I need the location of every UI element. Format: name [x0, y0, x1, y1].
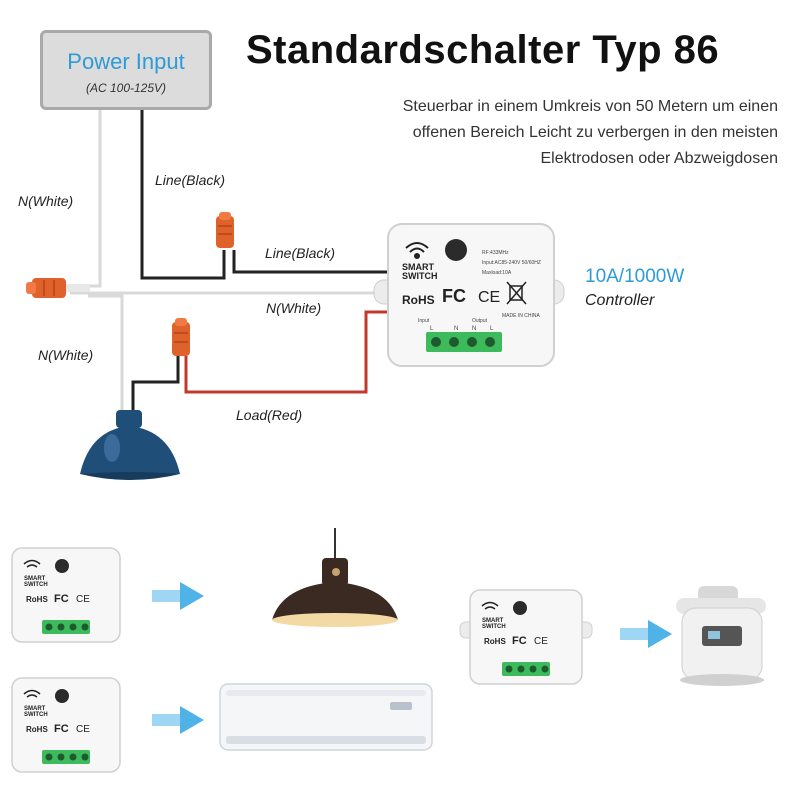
mini-brand-line1: SMART	[24, 576, 46, 582]
switch-brand-line1: SMART	[402, 262, 434, 272]
line-wire-power	[140, 110, 226, 280]
mini-switch-module: SMART SWITCH RoHS FC CE	[11, 677, 121, 773]
page-title: Standardschalter Typ 86	[246, 28, 720, 72]
mini-brand-line2: SWITCH	[482, 624, 506, 630]
terminal-block	[426, 332, 502, 352]
wire-label-line-black: Line(Black)	[265, 245, 336, 261]
terminal-l2-label: L	[490, 326, 494, 332]
mini-fc-mark: FC	[54, 593, 69, 605]
controller-label: Controller	[585, 292, 655, 309]
wire-label-load-red: Load(Red)	[236, 407, 303, 423]
load-wire-path	[184, 310, 398, 394]
switch-brand-line2: SWITCH	[402, 271, 438, 281]
wifi-icon	[405, 242, 429, 259]
mini-fc-mark: FC	[54, 723, 69, 735]
mini-brand-line1: SMART	[24, 706, 46, 712]
wire-label-neutral-white: N(White)	[266, 300, 322, 316]
description-line-1: Steuerbar in einem Umkreis von 50 Metern…	[402, 98, 778, 115]
terminal-n-label: N	[454, 326, 458, 332]
mini-rohs-mark: RoHS	[484, 637, 506, 646]
mini-switch-module: SMART SWITCH RoHS FC CE	[459, 589, 593, 685]
wire-nut-icon	[26, 278, 90, 298]
mini-switch-module: SMART SWITCH RoHS FC CE	[11, 547, 121, 643]
terminal-n2-label: N	[472, 326, 476, 332]
pendant-lamp-icon	[80, 410, 180, 480]
mini-ce-mark: CE	[76, 724, 90, 735]
description-line-2: offenen Bereich Leicht zu verbergen in d…	[412, 124, 778, 141]
description-line-3: Elektrodosen oder Abzweigdosen	[540, 150, 779, 167]
switch-spec-max: Maxload:10A	[482, 270, 512, 276]
mini-ce-mark: CE	[534, 636, 548, 647]
terminal-l-label: L	[430, 326, 434, 332]
arrow-right-icon	[152, 706, 204, 734]
wire-label-neutral-white: N(White)	[18, 193, 74, 209]
wire-label-neutral-white: N(White)	[38, 347, 94, 363]
fc-mark: FC	[442, 286, 466, 306]
mini-brand-line1: SMART	[482, 618, 504, 624]
line-wire-controller	[232, 250, 398, 274]
mini-brand-line2: SWITCH	[24, 712, 48, 718]
neutral-wire-lamp	[88, 294, 124, 410]
wire-nut-icon	[172, 318, 190, 356]
arrow-right-icon	[152, 582, 204, 610]
line-wire-lamp	[131, 356, 180, 412]
controller-rating: 10A/1000W	[585, 266, 685, 287]
rice-cooker-icon	[676, 586, 766, 686]
power-input-voltage: (AC 100-125V)	[85, 81, 167, 95]
wire-label-line-black: Line(Black)	[155, 172, 226, 188]
line-wires	[131, 110, 398, 412]
controller-module: SMART SWITCH RF:433MHz Input:AC85-240V 5…	[373, 223, 565, 367]
wifi-icon	[481, 601, 499, 610]
pendant-lamp-icon	[272, 528, 398, 627]
input-label: Input	[418, 318, 430, 324]
mini-rohs-mark: RoHS	[26, 595, 48, 604]
power-input-title: Power Input	[67, 49, 185, 74]
air-conditioner-icon	[219, 683, 433, 751]
mini-ce-mark: CE	[76, 594, 90, 605]
rohs-mark: RoHS	[402, 293, 435, 307]
load-wire	[184, 310, 398, 394]
wifi-icon	[23, 689, 41, 698]
output-label: Output	[472, 318, 488, 324]
power-input-box: Power Input (AC 100-125V)	[40, 30, 212, 110]
arrow-right-icon	[620, 620, 672, 648]
mini-rohs-mark: RoHS	[26, 725, 48, 734]
wire-nut-icon	[216, 212, 234, 248]
switch-spec-input: Input:AC85-240V 50/60HZ	[482, 260, 541, 266]
made-in-label: MADE IN CHINA	[502, 313, 540, 319]
mini-brand-line2: SWITCH	[24, 582, 48, 588]
mini-fc-mark: FC	[512, 635, 527, 647]
weee-icon	[506, 281, 527, 305]
wifi-icon	[23, 559, 41, 568]
ce-mark: CE	[478, 289, 500, 306]
switch-spec-freq: RF:433MHz	[482, 250, 509, 256]
